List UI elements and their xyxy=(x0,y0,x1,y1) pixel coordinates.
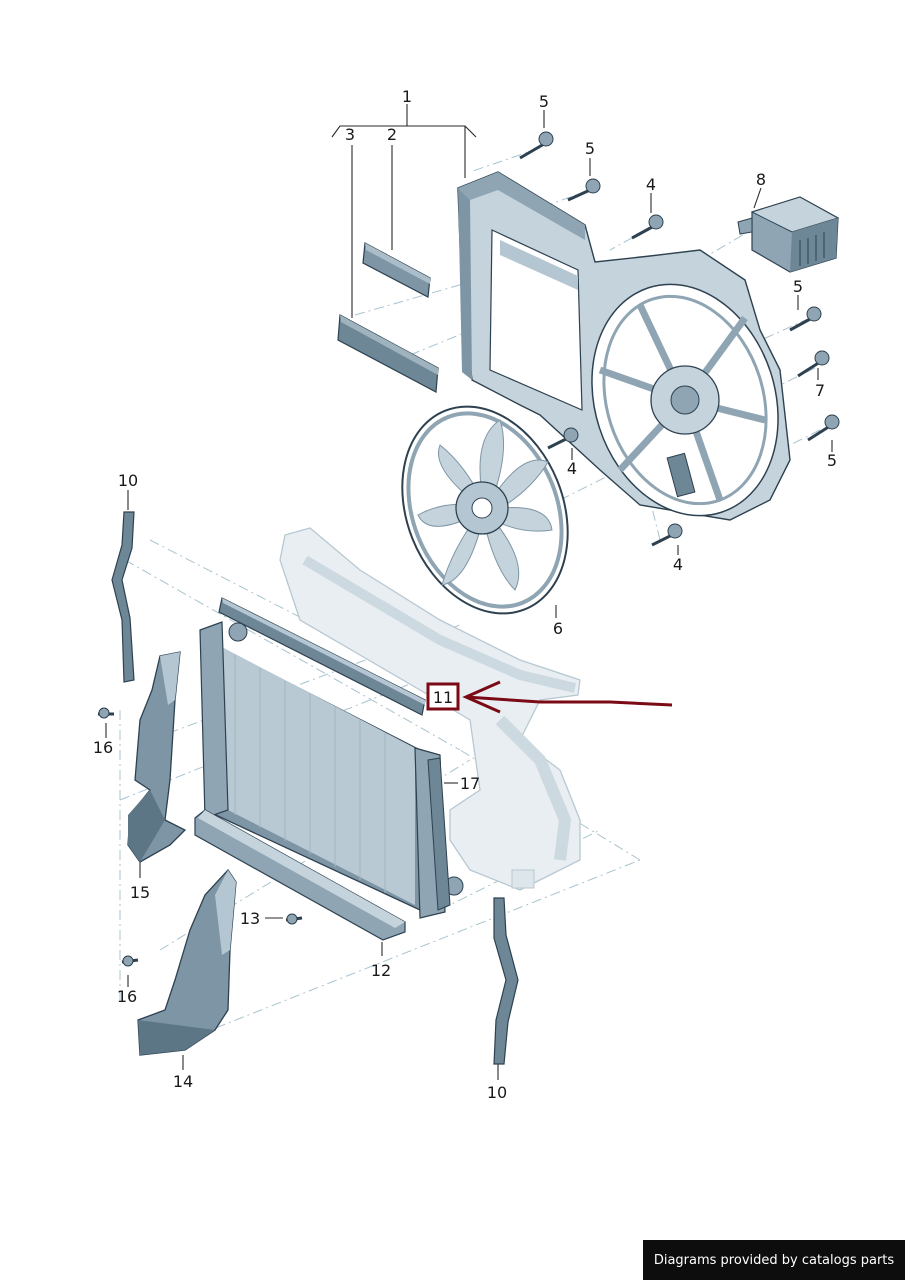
part-label-12: 12 xyxy=(371,961,391,980)
bolt-icon xyxy=(797,350,830,378)
part-label-13: 13 xyxy=(240,909,260,928)
fan-control-module-8 xyxy=(737,196,840,273)
leader-lines xyxy=(105,104,833,1080)
part-label-7: 7 xyxy=(815,381,825,400)
bolt-icon xyxy=(519,131,554,160)
part-label-5: 5 xyxy=(793,277,803,296)
seal-strip-3 xyxy=(337,314,439,393)
air-duct-14 xyxy=(137,868,237,1056)
part-label-8: 8 xyxy=(756,170,766,189)
side-seal-17 xyxy=(427,757,451,911)
bolt-icon xyxy=(651,523,683,547)
lock-carrier-11 xyxy=(279,527,581,891)
part-label-2: 2 xyxy=(387,125,397,144)
part-label-16: 16 xyxy=(93,738,113,757)
radiator-lower-seal-12 xyxy=(194,809,406,941)
part-label-14: 14 xyxy=(173,1072,193,1091)
part-label-10: 10 xyxy=(118,471,138,490)
part-label-1: 1 xyxy=(402,87,412,106)
cooling-fan-6 xyxy=(401,405,569,615)
highlight-arrow-icon xyxy=(462,680,673,714)
part-label-6: 6 xyxy=(553,619,563,638)
bolt-icon xyxy=(547,427,579,450)
bolt-icon xyxy=(807,414,840,442)
part-label-16: 16 xyxy=(117,987,137,1006)
part-label-4: 4 xyxy=(646,175,656,194)
radiator xyxy=(199,621,464,919)
radiator-upper-seal xyxy=(218,597,426,716)
screw-icon xyxy=(121,955,139,967)
air-duct-15 xyxy=(127,651,187,863)
credit-banner: Diagrams provided by catalogs parts xyxy=(643,1240,905,1280)
part-label-4: 4 xyxy=(567,459,577,478)
part-label-4: 4 xyxy=(673,555,683,574)
bolt-icon xyxy=(631,214,664,240)
part-label-11: 11 xyxy=(433,688,453,707)
air-guide-strip-10-right xyxy=(493,897,519,1065)
part-label-5: 5 xyxy=(539,92,549,111)
part-label-15: 15 xyxy=(130,883,150,902)
part-label-5: 5 xyxy=(585,139,595,158)
highlight-box xyxy=(426,682,460,711)
bolt-icon xyxy=(789,306,822,332)
part-label-3: 3 xyxy=(345,125,355,144)
part-label-17: 17 xyxy=(460,774,480,793)
seal-strip-2 xyxy=(362,242,431,298)
air-guide-strip-10-left xyxy=(111,511,135,683)
screw-icon xyxy=(98,707,114,719)
screw-icon xyxy=(285,913,303,925)
part-labels: 1 3 2 5 5 4 8 5 7 5 4 4 6 10 11 16 17 15… xyxy=(93,87,837,1102)
part-label-10: 10 xyxy=(487,1083,507,1102)
bolt-icon xyxy=(567,178,601,202)
fan-shroud xyxy=(457,171,791,521)
part-label-5: 5 xyxy=(827,451,837,470)
